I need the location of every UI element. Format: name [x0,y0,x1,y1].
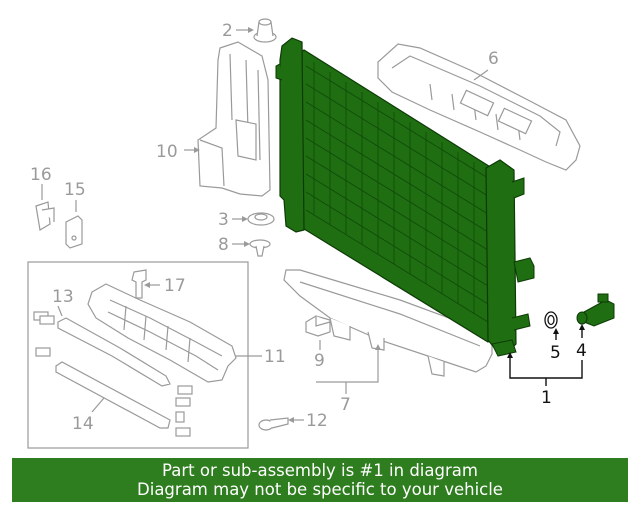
callout-14: 14 [72,414,94,434]
callout-17: 17 [164,276,186,296]
callout-8: 8 [218,235,229,255]
callout-1: 1 [541,388,552,408]
part-6-upper-cover[interactable] [377,43,581,171]
leader-arrowheads-gray [144,27,381,423]
callout-labels-gray: 2 6 10 3 8 16 15 13 17 11 14 12 9 7 [30,21,499,434]
callout-4: 4 [576,341,587,361]
part-2-clip[interactable] [253,18,277,43]
callout-6: 6 [488,49,499,69]
callout-13: 13 [52,287,74,307]
callout-10: 10 [156,142,178,162]
callout-7: 7 [340,395,351,415]
part-3-grommet[interactable] [247,212,275,226]
part-4-drain-plug[interactable] [576,293,615,327]
part-17-clip[interactable] [131,269,147,299]
part-14-strip[interactable] [55,361,171,429]
callout-labels-black: 1 5 4 [541,341,587,408]
callout-15: 15 [64,180,86,200]
part-12-bolt[interactable] [258,417,289,431]
banner-line-1: Part or sub-assembly is #1 in diagram [162,461,478,480]
part-11-absorber[interactable] [87,283,237,383]
part-8-bushing[interactable] [249,239,271,257]
callout-16: 16 [30,165,52,185]
part-13-strip[interactable] [57,317,171,387]
leader-arrowheads-black [507,324,585,358]
part-5-o-ring[interactable] [544,311,558,329]
part-16-bracket[interactable] [35,201,55,231]
banner-line-2: Diagram may not be specific to your vehi… [137,480,503,499]
callout-3: 3 [218,210,229,230]
inset-small-pieces [33,311,193,437]
part-15-bracket[interactable] [65,215,83,249]
part-7-lower-guide[interactable] [283,269,493,377]
part-10-air-deflector[interactable] [197,41,271,197]
callout-12: 12 [306,411,328,431]
part-1-radiator[interactable] [275,37,535,357]
callout-5: 5 [550,343,561,363]
callout-2: 2 [222,21,233,41]
leader-lines-black [509,326,583,386]
callout-11: 11 [264,347,286,367]
info-banner: Part or sub-assembly is #1 in diagram Di… [12,458,628,502]
part-9-bracket[interactable] [305,315,331,337]
callout-9: 9 [314,351,325,371]
